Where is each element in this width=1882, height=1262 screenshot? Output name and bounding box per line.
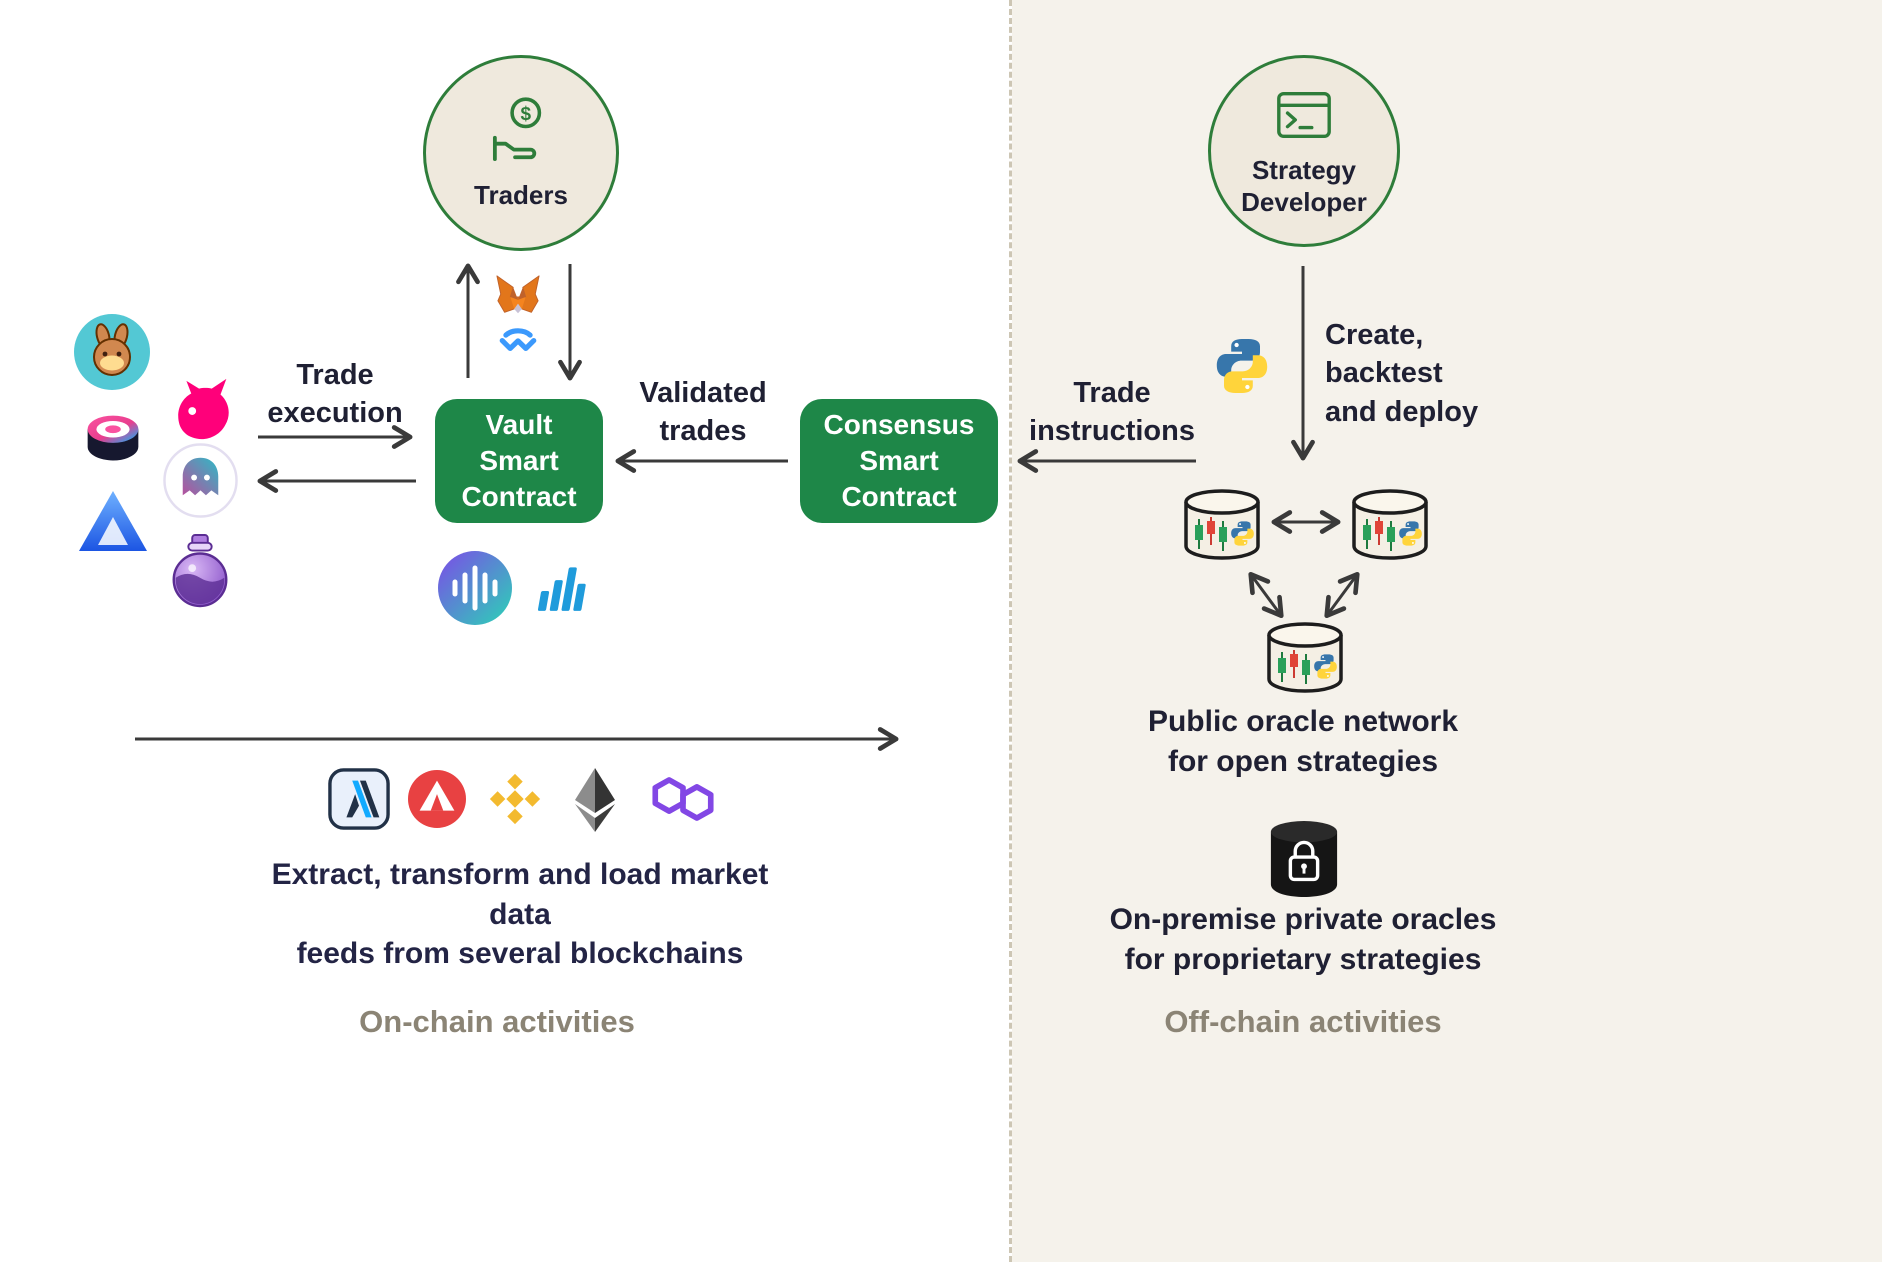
onchain-section-label: On-chain activities	[359, 1004, 635, 1039]
vault-smart-contract: Vault Smart Contract	[435, 399, 603, 523]
bnb-chain-icon	[489, 773, 541, 825]
avalanche-icon	[408, 770, 466, 828]
offchain-background	[1012, 0, 1882, 1262]
potion-flask-icon	[172, 534, 228, 608]
traders-label: Traders	[474, 179, 568, 210]
sushiswap-icon	[87, 415, 139, 461]
consensus-smart-contract-label: Consensus Smart Contract	[823, 409, 975, 512]
python-icon	[1216, 339, 1268, 393]
terminal-icon	[1277, 91, 1331, 138]
offchain-section-label: Off-chain activities	[1164, 1004, 1442, 1039]
strategy-developer-label: Strategy Developer	[1241, 154, 1367, 218]
uniswap-icon	[178, 378, 229, 440]
walletconnect-icon	[499, 328, 537, 352]
public-oracle-node-icon	[1350, 487, 1430, 563]
public-oracle-node-icon	[1265, 620, 1345, 696]
ethereum-icon	[575, 768, 615, 832]
strategy-developer-node: Strategy Developer	[1208, 55, 1400, 247]
create-backtest-deploy-label: Create, backtest and deploy	[1325, 319, 1479, 428]
polygon-icon	[652, 777, 714, 821]
svg-text:$: $	[520, 104, 531, 125]
trade-instructions-label: Trade instructions	[1029, 377, 1195, 448]
consensus-smart-contract: Consensus Smart Contract	[800, 399, 998, 523]
public-oracle-node-icon	[1182, 487, 1262, 563]
trade-execution-label: Trade execution	[267, 359, 403, 430]
pancakeswap-icon	[74, 314, 150, 390]
metamask-icon	[496, 275, 540, 314]
private-oracle-label: On-premise private oracles for proprieta…	[1109, 903, 1497, 976]
aave-icon	[163, 443, 238, 518]
validated-trades-label: Validated trades	[639, 377, 767, 448]
money-hand-icon: $	[492, 97, 542, 161]
onchain-offchain-divider	[1009, 0, 1012, 1262]
arbitrum-icon	[328, 768, 390, 830]
bar-chart-icon	[537, 567, 586, 611]
public-oracle-label: Public oracle network for open strategie…	[1147, 705, 1459, 778]
blue-triangle-protocol-icon	[79, 491, 147, 551]
traders-node: $ Traders	[423, 55, 619, 251]
etl-label: Extract, transform and load market data …	[271, 858, 769, 971]
private-locked-database-icon	[1270, 821, 1338, 897]
waveform-circle-icon	[438, 551, 512, 625]
vault-smart-contract-label: Vault Smart Contract	[461, 409, 577, 512]
